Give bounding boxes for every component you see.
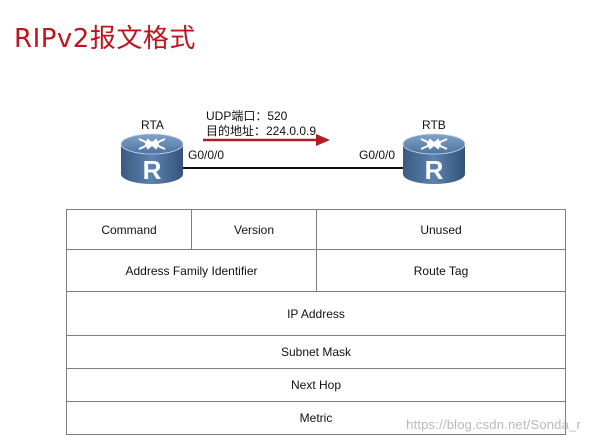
- field-route-tag: Route Tag: [316, 249, 566, 292]
- field-next-hop: Next Hop: [66, 368, 566, 402]
- table-row: Subnet Mask: [66, 335, 566, 369]
- table-row: Next Hop: [66, 368, 566, 402]
- table-row: Command Version Unused: [66, 209, 566, 250]
- field-metric: Metric: [66, 401, 566, 435]
- router-rta-icon: R: [120, 133, 184, 185]
- dest-address-annotation: 目的地址：224.0.0.9: [206, 124, 317, 138]
- rtb-port-label: G0/0/0: [359, 148, 396, 162]
- field-unused: Unused: [316, 209, 566, 250]
- router-rta-label: RTA: [141, 118, 164, 132]
- router-rtb-icon: R: [402, 133, 466, 185]
- field-command: Command: [66, 209, 192, 250]
- watermark: https://blog.csdn.net/Sonda_r: [406, 417, 581, 432]
- table-row: Address Family Identifier Route Tag: [66, 249, 566, 292]
- slide-title: RIPv2报文格式: [14, 24, 196, 54]
- udp-port-annotation: UDP端口：520: [206, 109, 288, 123]
- field-address-family-identifier: Address Family Identifier: [66, 249, 317, 292]
- field-subnet-mask: Subnet Mask: [66, 335, 566, 369]
- field-ip-address: IP Address: [66, 291, 566, 336]
- ripv2-format-table: Command Version Unused Address Family Id…: [66, 209, 566, 435]
- field-version: Version: [191, 209, 317, 250]
- direction-arrow: [203, 134, 330, 146]
- table-row: Metric: [66, 401, 566, 435]
- router-rtb-label: RTB: [422, 118, 446, 132]
- router-rtb-letter: R: [425, 155, 444, 185]
- router-rta-letter: R: [143, 155, 162, 185]
- network-topology: R R: [120, 133, 466, 185]
- rta-port-label: G0/0/0: [188, 148, 225, 162]
- table-row: IP Address: [66, 291, 566, 336]
